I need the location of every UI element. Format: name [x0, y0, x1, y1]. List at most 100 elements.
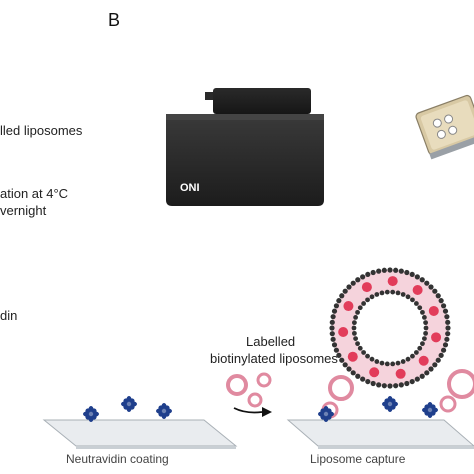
lipid-head: [390, 289, 396, 295]
lipid-head: [346, 284, 352, 290]
lipid-head: [329, 325, 335, 331]
lipid-head: [445, 325, 451, 331]
lipid-head: [414, 274, 420, 280]
lipid-head: [395, 290, 401, 296]
lipid-head: [387, 383, 393, 389]
panel-letter: B: [108, 10, 121, 30]
dye-dot: [361, 282, 372, 293]
lipid-head: [361, 301, 367, 306]
lipid-head: [390, 361, 396, 367]
lipid-head: [352, 330, 357, 336]
dye-dot: [412, 284, 423, 295]
lipid-head: [355, 277, 361, 283]
lipid-head: [445, 331, 451, 337]
lipid-head: [336, 298, 342, 304]
lipid-head: [420, 309, 425, 315]
lipid-head: [404, 380, 410, 387]
lipid-head: [339, 357, 345, 363]
lipid-head: [423, 330, 428, 336]
lipid-head: [435, 293, 441, 299]
free-liposomes: [226, 372, 272, 408]
lipid-head: [361, 350, 367, 355]
lipid-head: [374, 292, 380, 297]
lipid-head: [417, 305, 423, 311]
lipid-head: [342, 288, 348, 294]
oni-nanoimager-icon: ONI: [166, 88, 324, 206]
lipid-head: [329, 319, 335, 325]
lipid-head: [333, 347, 340, 353]
lipid-head: [405, 294, 411, 300]
lipid-head: [432, 362, 438, 368]
lipid-head: [432, 288, 438, 294]
lipid-head: [379, 290, 385, 296]
lipid-head: [342, 362, 348, 368]
lipid-head: [369, 294, 375, 300]
lipid-head: [405, 356, 411, 362]
lipid-head: [329, 331, 335, 337]
avidin-label: din: [0, 308, 18, 323]
lipid-head: [393, 383, 399, 389]
lipid-head: [331, 308, 338, 314]
liposome-capture-caption: Liposome capture: [310, 452, 406, 466]
membrane-dyes: [338, 276, 442, 379]
neutravidin-group-left: [83, 396, 172, 422]
lipid-head: [330, 314, 336, 320]
lipid-head: [360, 376, 366, 382]
lipid-head: [357, 305, 363, 311]
capture-slide: [286, 419, 474, 449]
dye-dot: [387, 276, 398, 287]
lipid-head: [438, 298, 444, 304]
dye-dot: [418, 355, 429, 366]
lipid-head: [395, 360, 401, 366]
lipid-head: [424, 280, 430, 286]
lipid-head: [413, 350, 419, 355]
overnight-label: vernight: [0, 203, 47, 218]
lipid-head: [376, 268, 382, 274]
lipid-head: [417, 345, 423, 351]
neutravidin-icon: [156, 403, 172, 419]
lipid-head: [393, 267, 399, 273]
dye-dot: [343, 301, 354, 312]
lipid-head: [410, 353, 415, 359]
lipid-head: [398, 382, 404, 388]
lipid-head: [381, 267, 387, 273]
lipid-head: [442, 308, 449, 314]
lipid-head: [423, 320, 428, 326]
labelled-liposomes-label: lled liposomes: [0, 123, 83, 138]
lipid-head: [331, 342, 338, 348]
lipid-head: [350, 280, 356, 286]
lipid-head: [413, 301, 419, 306]
lipid-head: [422, 336, 427, 342]
lipid-head: [379, 360, 385, 366]
lipid-head: [445, 319, 451, 325]
lipid-head: [440, 347, 447, 353]
lipid-head: [435, 357, 441, 363]
neutravidin-icon: [121, 396, 137, 412]
lipid-head: [336, 352, 342, 358]
lipid-head: [414, 376, 420, 382]
lipid-head: [353, 336, 358, 342]
lipid-head: [440, 303, 447, 309]
lipid-head: [423, 325, 429, 331]
lipid-head: [400, 359, 406, 364]
neutravidin-icon: [382, 396, 398, 412]
lipid-head: [355, 309, 360, 315]
lipid-head: [330, 336, 336, 342]
lipid-head: [419, 373, 425, 379]
lipid-head: [355, 373, 361, 379]
dye-dot: [347, 351, 358, 362]
lipid-head: [387, 267, 393, 273]
lipid-head: [360, 274, 366, 280]
lipid-head: [355, 341, 360, 347]
neutravidin-coating-caption: Neutravidin coating: [66, 452, 169, 466]
lipid-head: [374, 359, 380, 364]
dye-dot: [431, 332, 442, 343]
lipid-head: [444, 314, 450, 320]
lipid-head: [419, 277, 425, 283]
lipid-head: [438, 352, 444, 358]
lipid-head: [442, 342, 449, 348]
lipid-head: [422, 314, 427, 320]
lipid-head: [365, 271, 371, 278]
lipid-head: [428, 366, 434, 372]
